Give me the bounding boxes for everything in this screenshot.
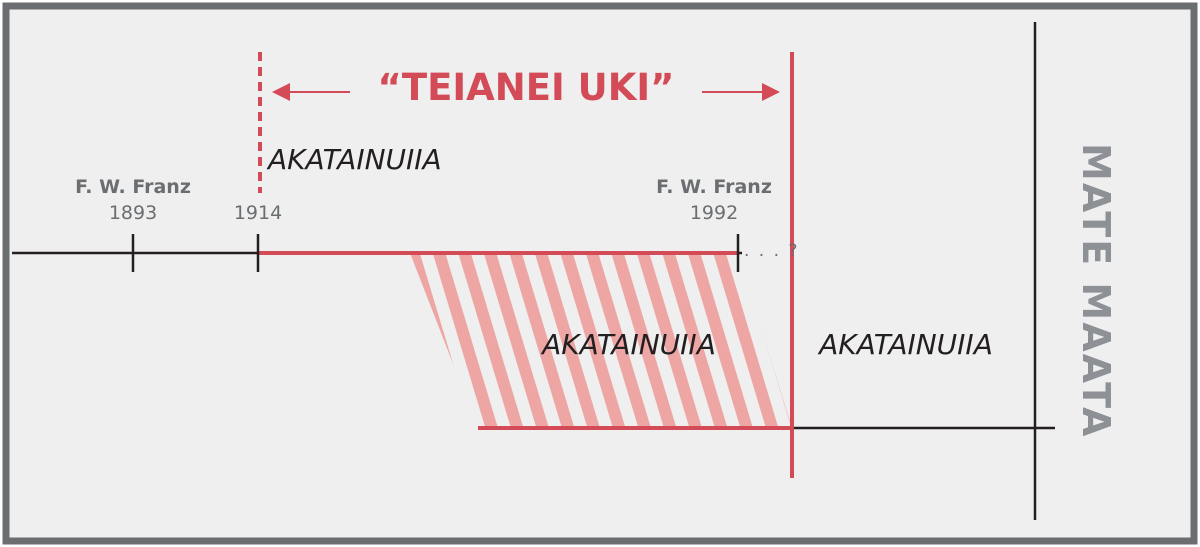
hatch-stripe <box>533 253 602 428</box>
middle-generation-label: AKATAINUIIA <box>540 328 716 361</box>
hatch-stripe <box>457 253 525 428</box>
hatch-stripe <box>508 253 576 428</box>
hatch-stripe <box>661 253 729 428</box>
hatch-stripe <box>559 253 627 428</box>
marker-1914-year: 1914 <box>234 202 282 224</box>
marker-1893-year: 1893 <box>109 202 157 224</box>
marker-1992-name: F. W. Franz <box>656 176 772 198</box>
left-generation-label: AKATAINUIIA <box>266 143 442 176</box>
hatch-stripe <box>712 253 780 428</box>
end-of-world-label: MATE MAATA <box>1074 143 1118 438</box>
hatch-stripe <box>610 253 678 428</box>
hatch-stripe <box>584 253 653 428</box>
marker-1992-year: 1992 <box>690 202 738 224</box>
hatch-stripe <box>482 253 551 428</box>
marker-1893-name: F. W. Franz <box>75 176 191 198</box>
continuation-marker: . . . ? <box>744 241 799 261</box>
hatch-stripe <box>635 253 704 428</box>
hatch-stripe <box>686 253 755 428</box>
arrow-right-icon <box>702 83 780 101</box>
hatch-stripe <box>431 253 500 428</box>
diagram-title: “TEIANEI UKI” <box>378 66 675 109</box>
right-generation-label: AKATAINUIIA <box>817 328 993 361</box>
arrow-left-icon <box>272 83 350 101</box>
